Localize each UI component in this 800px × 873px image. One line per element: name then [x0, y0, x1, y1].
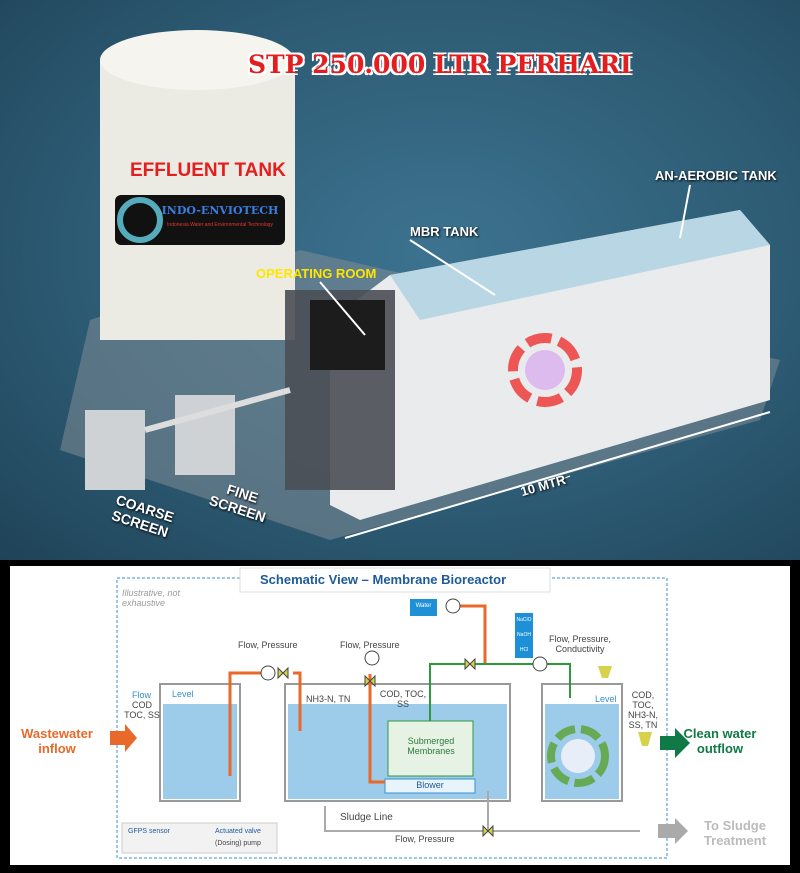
- inflow-label: Wastewater inflow: [21, 726, 93, 756]
- sludge-arrow: [658, 818, 688, 844]
- coarse-screen-shape: [85, 410, 145, 490]
- tank-water: [390, 210, 770, 320]
- sludge-line-label: Sludge Line: [340, 812, 393, 823]
- schematic-diagram: [110, 567, 690, 859]
- valve-icon: [482, 824, 494, 838]
- tank2-params: NH3-N, TN: [306, 694, 351, 704]
- note: Illustrative, not exhaustive: [122, 588, 181, 608]
- title-box: [239, 567, 551, 593]
- chem-tank: [515, 643, 533, 658]
- pump2-label: Flow, Pressure: [340, 640, 400, 650]
- 3d-render: INDO-ENVIOTECH Indonesia Water and Envir…: [0, 0, 800, 560]
- effluent-tank-top: [100, 30, 294, 90]
- pump-icon: [532, 656, 548, 672]
- pump-icon: [260, 665, 276, 681]
- effluent-tank-label: EFFLUENT TANK: [130, 160, 286, 181]
- blower-label: Blower: [416, 780, 444, 790]
- tank2-params2: COD, TOC, SS: [379, 689, 427, 709]
- svg-text:INDO-ENVIOTECH: INDO-ENVIOTECH: [162, 204, 279, 217]
- water-tank: [410, 599, 437, 616]
- dimension-line: [344, 411, 771, 539]
- sludge-flow-label: Flow, Pressure: [395, 834, 455, 844]
- membranes-label: Submerged Membranes: [407, 736, 455, 756]
- logo-ring-schematic: [547, 725, 609, 787]
- logo-globe: [525, 350, 565, 390]
- schematic-panel: Schematic View – Membrane Bioreactor Ill…: [0, 560, 800, 873]
- logo-ring: [117, 197, 163, 243]
- sensor-icon: [598, 666, 612, 678]
- outflow-label: Clean water outflow: [683, 726, 757, 756]
- tank3-level: Level: [595, 694, 617, 704]
- sensor-icon: [638, 732, 652, 746]
- anaerobic-tank-label: AN-AEROBIC TANK: [655, 168, 777, 183]
- svg-text:Indonesia Water and Environmen: Indonesia Water and Environmental Techno…: [167, 222, 273, 228]
- legend-pump: (Dosing) pump: [215, 840, 261, 847]
- outflow-arrow: [660, 728, 690, 758]
- render-title: STP 250.000 LTR PERHARI: [248, 50, 632, 79]
- blower-box: [384, 778, 476, 794]
- plant-illustration: INDO-ENVIOTECH Indonesia Water and Envir…: [60, 30, 780, 540]
- operating-room-label: OPERATING ROOM: [256, 266, 377, 281]
- chem-tank: [515, 613, 533, 628]
- inlet-flow: Flow: [132, 690, 152, 700]
- pump-icon: [445, 598, 461, 614]
- valve-icon: [464, 657, 476, 671]
- valve-icon: [277, 666, 289, 680]
- chem-label: HCl: [519, 647, 529, 653]
- sludge-treatment-label: To Sludge Treatment: [703, 818, 767, 848]
- inflow-arrow: [110, 724, 137, 752]
- valve-icon: [364, 674, 376, 688]
- permeate-label: Flow, Pressure, Conductivity: [548, 634, 612, 654]
- tank1-level: Level: [172, 689, 194, 699]
- logo-ring-tank: [508, 333, 582, 407]
- tank-1: [163, 704, 237, 799]
- chem-label: NaClO: [516, 617, 532, 623]
- chem-label: NaOH: [517, 632, 531, 638]
- pump-icon: [364, 650, 380, 666]
- legend-sensor: GFPS sensor: [128, 828, 171, 835]
- mbr-tank-label: MBR TANK: [410, 224, 479, 239]
- outlet-params: COD, TOC, NH3-N, SS, TN: [627, 690, 658, 730]
- legend-box: [121, 822, 278, 854]
- inlet-params: COD TOC, SS: [124, 700, 160, 720]
- chem-tank: [515, 628, 533, 643]
- legend-valve: Actuated valve: [215, 828, 261, 835]
- pump1-label: Flow, Pressure: [238, 640, 298, 650]
- schematic-title: Schematic View – Membrane Bioreactor: [260, 572, 507, 587]
- water-tank-label: Water: [415, 603, 432, 609]
- operating-room-panel: [310, 300, 385, 370]
